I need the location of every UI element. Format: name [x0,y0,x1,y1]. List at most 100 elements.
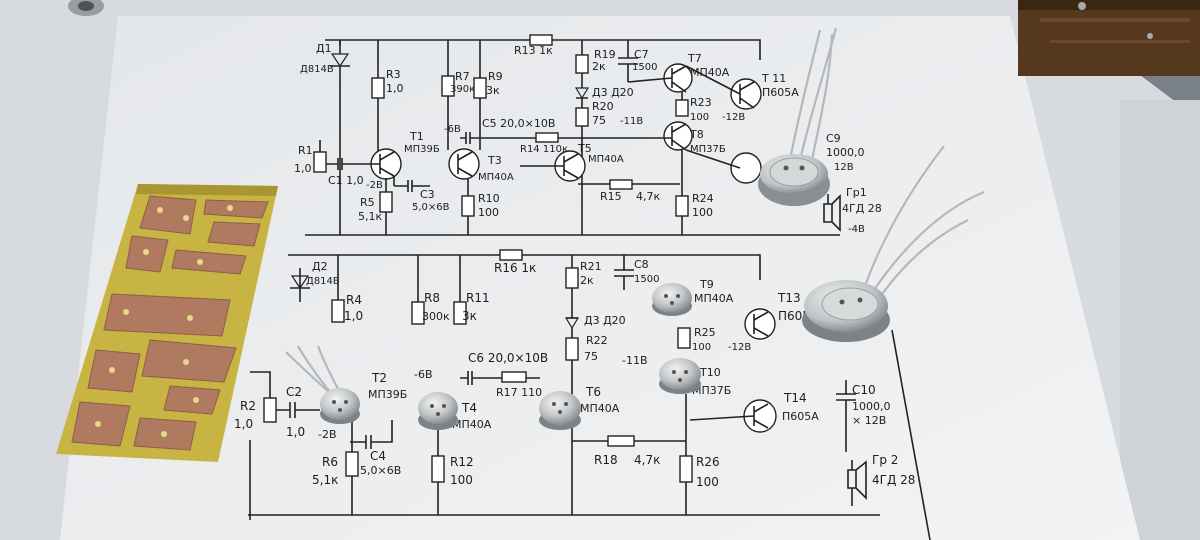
t5-label: T5 [577,142,592,155]
t7-label: T7 [687,52,702,65]
c1-label: C1 1,0 [328,174,364,187]
t2-value: МП39Б [368,388,407,401]
schematic-top-channel: Д1 Д814В R3 1,0 R7 390к R9 3к R13 1к R19… [294,34,882,236]
r5-value: 5,1к [358,210,382,223]
metal-nut [68,0,104,16]
t14-label: T14 [783,391,807,405]
r25-voltage: -12В [728,342,751,353]
r8-value: 300к [422,310,450,323]
r22-label: R22 [586,334,608,347]
r6-value: 5,1к [312,473,338,487]
r15-symbol [609,179,633,190]
r16-symbol [499,249,523,261]
v-neg2-top: -2В [366,180,383,191]
r15-label: R15 [600,190,622,203]
r15-value: 4,7к [636,190,660,203]
c10-value: 1000,0 [852,400,891,413]
t12-symbol [730,152,762,184]
r5-label: R5 [360,196,375,209]
r26-value: 100 [696,475,719,489]
r18-label: R18 [594,453,618,467]
r3-label: R3 [386,68,401,81]
v-neg6-bottom: -6В [414,368,433,381]
r2-label: R2 [240,399,256,413]
r4-label: R4 [346,293,362,307]
r9-symbol [473,77,487,99]
v-neg6-top: -6В [444,124,461,135]
r20-symbol [575,107,589,127]
t5-value: МП40А [588,154,624,165]
t2-label: T2 [371,371,387,385]
r11-value: 3к [462,309,477,323]
c3-value: 5,0×6В [412,202,450,213]
t4-value: МП40А [452,418,492,431]
d2-label: Д2 [312,260,328,273]
c8-value: 1500 [634,274,659,285]
v-neg11-bottom: -11В [622,354,648,367]
t9-value: МП40А [694,292,734,305]
r25-value: 100 [692,342,711,353]
gr1-value: 4ГД 28 [842,202,882,215]
v-neg12-top: -12В [722,112,745,123]
r17-label: R17 110 [496,386,542,399]
r14-label: R14 110к [520,144,568,155]
pcb-board [56,184,278,462]
v-neg4-top: -4В [848,224,865,235]
r10-label: R10 [478,192,500,205]
r24-label: R24 [692,192,714,205]
gr1-label: Гр1 [846,186,867,199]
r26-symbol [679,455,693,483]
c10-voltage: × 12В [852,414,886,427]
transistor-leads [285,27,985,405]
c4-value: 5,0×6В [360,464,401,477]
r11-symbol [453,301,467,325]
r12-value: 100 [450,473,473,487]
t14-value: П605А [782,410,819,423]
r13-symbol [529,34,553,46]
r23-symbol [675,99,689,117]
r20-label: R20 [592,100,614,113]
r23-label: R23 [690,96,712,109]
t10-label: T10 [699,366,721,379]
c7-label: C7 [634,48,649,61]
r24-symbol [675,195,689,217]
r4-value: 1,0 [344,309,363,323]
gr2-label: Гр 2 [872,453,898,467]
t9-label: T9 [699,278,714,291]
r26-label: R26 [696,455,720,469]
c7-value: 1500 [632,62,657,73]
r18-symbol [607,435,635,447]
c3-label: C3 [420,188,435,201]
small-transistor-t9 [652,283,692,316]
r21-label: R21 [580,260,602,273]
c2-label: C2 [286,385,302,399]
r10-value: 100 [478,206,499,219]
d1-value: Д814В [300,64,334,75]
r13-label: R13 1к [514,44,553,57]
r6-symbol [345,451,359,477]
t3-symbol [448,148,480,180]
c2-value: 1,0 [286,425,305,439]
r5-symbol [379,191,393,213]
r2-value: 1,0 [234,417,253,431]
r19-value: 2к [592,60,606,73]
power-transistor-bottom [802,280,890,342]
r22-symbol [565,337,579,361]
r2-symbol [263,397,277,423]
r4-symbol [331,299,345,323]
c9-label: C9 [826,132,841,145]
small-transistor-t4 [418,392,458,430]
r25-symbol [677,327,691,349]
t8-value: МП37Б [690,144,726,155]
t3-label: T3 [487,154,502,167]
r3-symbol [371,77,385,99]
small-transistor-t10 [659,358,701,394]
c4-label: C4 [370,449,386,463]
r1-symbol [313,151,327,173]
r20-value: 75 [592,114,606,127]
t4-label: T4 [461,401,477,415]
t13-label: T13 [777,291,801,305]
r12-label: R12 [450,455,474,469]
